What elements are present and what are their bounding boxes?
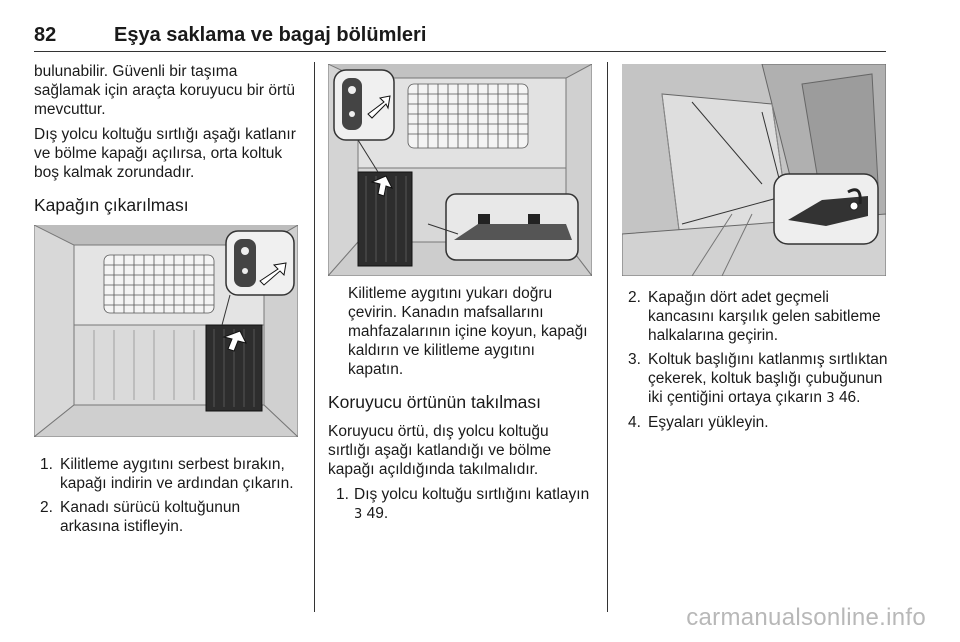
arrow-icon [370,175,393,197]
figure-hooks [622,64,886,276]
page-header: 82 Eşya saklama ve bagaj bölümleri [34,18,886,52]
list-item: 1. Dış yolcu koltuğu sırtlığını katlayın… [336,486,590,522]
list-item: 1.Kilitleme aygıtını serbest bırakın, ka… [40,456,294,492]
list-item: 4.Eşyaları yükleyin. [628,414,769,431]
figure-install-cover [328,64,592,276]
grille-window [407,83,529,149]
intro-paragraph: bulunabilir. Güvenli bir taşıma sağlamak… [34,63,296,118]
page-number: 82 [34,24,57,46]
column-3: 2.Kapağın dört adet geçmeli kancasını ka… [622,62,888,437]
section-heading: Kapağın çıkarılması [34,195,189,215]
list-item: 3.Koltuk başlığını katlanmış sırtlıktan … [628,351,888,406]
intro-paragraph: Dış yolcu koltuğu sırtlığı aşağı katlanı… [34,126,296,181]
column-divider [607,62,608,612]
column-2: Kilitleme aygıtını yukarı doğru çevirin.… [328,62,594,529]
arrow-icon [259,262,287,286]
arrow-icon [222,330,247,352]
section-heading: Koruyucu örtünün takılması [328,392,542,412]
paragraph: Koruyucu örtü, dış yolcu koltuğu sırtlığ… [328,423,552,478]
reference-icon: 3 [826,391,835,406]
steps-list: 1.Kilitleme aygıtını serbest bırakın, ka… [34,455,302,536]
list-item: 2.Kapağın dört adet geçmeli kancasını ka… [628,289,881,344]
list-item: 2.Kanadı sürücü koltuğunun arkasına isti… [40,499,241,535]
figure-remove-cover [34,225,298,437]
steps-list: 2.Kapağın dört adet geçmeli kancasını ka… [622,288,888,432]
page-title: Eşya saklama ve bagaj bölümleri [114,24,427,46]
arrow-icon [367,95,391,119]
column-divider [314,62,315,612]
column-1: bulunabilir. Güvenli bir taşıma sağlamak… [34,62,302,541]
watermark: carmanualsonline.info [686,604,926,631]
grille-window [103,254,215,314]
figure-caption: Kilitleme aygıtını yukarı doğru çevirin.… [348,285,588,378]
reference-icon: 3 [354,507,363,522]
steps-list: 1. Dış yolcu koltuğu sırtlığını katlayın… [328,485,594,524]
